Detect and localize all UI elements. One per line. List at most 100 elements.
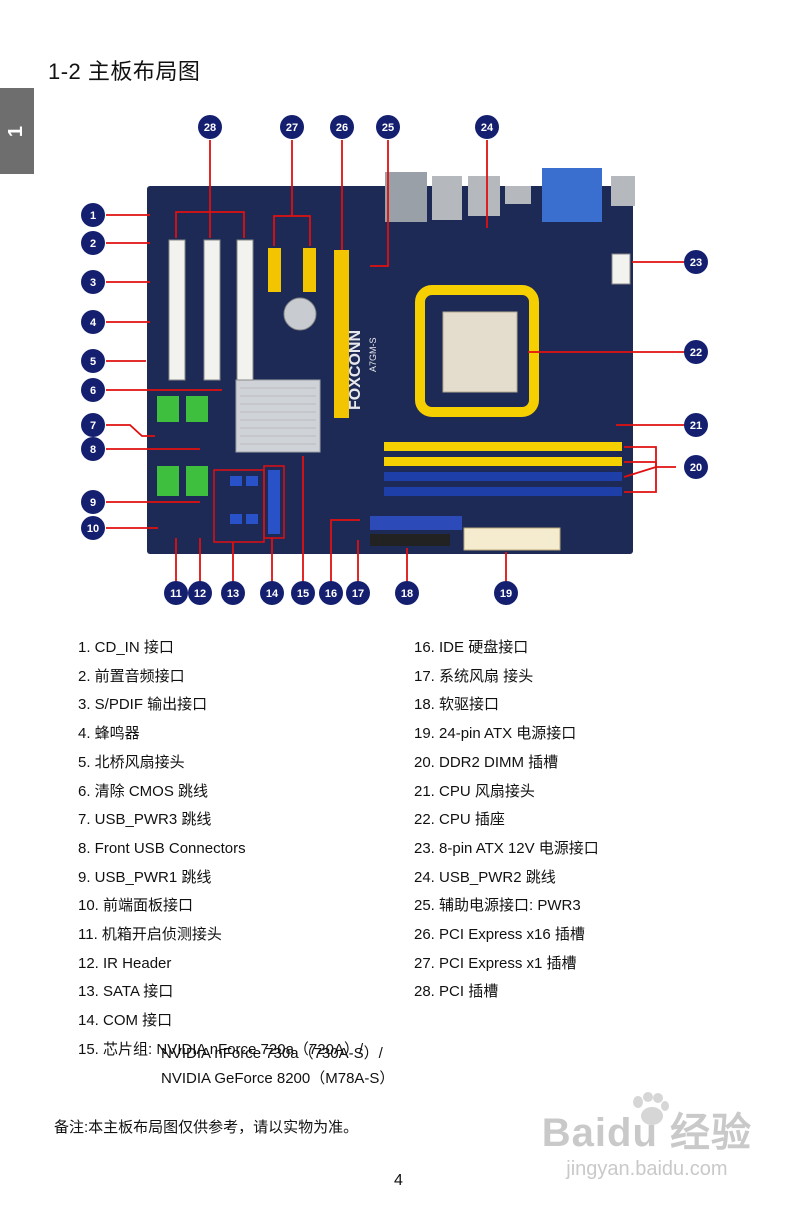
callout-1: 1 [81, 203, 105, 227]
legend-item-17: 17. 系统风扇 接头 [414, 667, 534, 685]
pci-slot-2 [203, 239, 221, 381]
page-title: 1-2 主板布局图 [48, 59, 201, 84]
legend-left: 1. CD_IN 接口 2. 前置音频接口 3. S/PDIF 输出接口 4. … [78, 634, 363, 1065]
callout-24: 24 [475, 115, 499, 139]
dimm-slot-2 [384, 457, 622, 466]
callout-16: 16 [319, 581, 343, 605]
svg-text:13: 13 [227, 588, 239, 600]
ide-connector [370, 516, 462, 530]
dimm-slot-3 [384, 472, 622, 481]
callout-27: 27 [280, 115, 304, 139]
atx12v-connector [611, 253, 631, 285]
legend-item-16: 16. IDE 硬盘接口 [414, 639, 529, 656]
paw-icon [632, 1092, 669, 1125]
legend-item-27: 27. PCI Express x1 插槽 [414, 954, 577, 972]
io-connector-lan-usb [432, 176, 462, 220]
svg-text:18: 18 [401, 588, 413, 600]
watermark-url: jingyan.baidu.com [566, 1158, 728, 1180]
motherboard-diagram: FOXCONN A7GM-S [81, 115, 708, 605]
svg-text:1: 1 [90, 210, 96, 222]
legend-chipset-line-3: NVIDIA GeForce 8200（M78A-S） [161, 1070, 395, 1087]
svg-text:22: 22 [690, 347, 702, 359]
svg-text:9: 9 [90, 497, 96, 509]
legend-item-4: 4. 蜂鸣器 [78, 725, 140, 743]
callout-6: 6 [81, 378, 105, 402]
chapter-tab: 1 [0, 88, 34, 174]
sata-port-2 [246, 476, 258, 486]
usb-header-3 [157, 466, 179, 496]
model-label: A7GM-S [368, 337, 378, 372]
legend-item-5: 5. 北桥风扇接头 [78, 753, 185, 771]
legend-item-8: 8. Front USB Connectors [78, 839, 246, 857]
legend-item-2: 2. 前置音频接口 [78, 667, 185, 685]
callouts: 1 2 3 4 5 6 7 8 9 10 11 12 13 14 15 16 1… [81, 115, 708, 605]
svg-text:4: 4 [90, 317, 97, 329]
svg-text:23: 23 [690, 257, 702, 269]
svg-text:17: 17 [352, 588, 364, 600]
callout-28: 28 [198, 115, 222, 139]
pcie-x1-slot-1 [268, 248, 281, 292]
callout-17: 17 [346, 581, 370, 605]
legend-item-24: 24. USB_PWR2 跳线 [414, 868, 556, 886]
svg-text:19: 19 [500, 588, 512, 600]
svg-text:15: 15 [297, 588, 309, 600]
dimm-slot-4 [384, 487, 622, 496]
legend-item-9: 9. USB_PWR1 跳线 [78, 868, 212, 886]
dimm-slot-1 [384, 442, 622, 451]
callout-11: 11 [164, 581, 188, 605]
callout-pointers [106, 140, 696, 593]
svg-text:16: 16 [325, 588, 337, 600]
io-connector-usb-ps2 [385, 172, 427, 222]
legend-item-10: 10. 前端面板接口 [78, 897, 194, 915]
callout-3: 3 [81, 270, 105, 294]
svg-text:14: 14 [266, 588, 279, 600]
callout-25: 25 [376, 115, 400, 139]
legend-item-25: 25. 辅助电源接口: PWR3 [414, 897, 581, 915]
svg-text:2: 2 [90, 238, 96, 250]
pcie-x1-slot-2 [303, 248, 316, 292]
svg-text:21: 21 [690, 420, 702, 432]
legend-item-12: 12. IR Header [78, 954, 172, 972]
svg-text:12: 12 [194, 588, 206, 600]
callout-15: 15 [291, 581, 315, 605]
legend-item-23: 23. 8-pin ATX 12V 电源接口 [414, 839, 599, 857]
legend-right: 16. IDE 硬盘接口 17. 系统风扇 接头 18. 软驱接口 19. 24… [414, 634, 599, 1007]
legend-item-26: 26. PCI Express x16 插槽 [414, 926, 585, 944]
callout-19: 19 [494, 581, 518, 605]
usb-header-4 [186, 466, 208, 496]
chipset-heatsink [235, 379, 321, 453]
legend-item-28: 28. PCI 插槽 [414, 983, 499, 1001]
pcie-x16-slot [334, 250, 349, 418]
callout-5: 5 [81, 349, 105, 373]
footnote: 备注:本主板布局图仅供参考，请以实物为准。 [54, 1119, 359, 1136]
sata-port-3 [230, 514, 242, 524]
callout-22: 22 [684, 340, 708, 364]
legend-item-7: 7. USB_PWR3 跳线 [78, 811, 212, 829]
callout-13: 13 [221, 581, 245, 605]
com-group-outline [263, 465, 285, 539]
svg-text:7: 7 [90, 420, 96, 432]
legend-item-22: 22. CPU 插座 [414, 811, 505, 829]
callout-2: 2 [81, 231, 105, 255]
brand-logo: FOXCONN [347, 330, 364, 410]
svg-text:10: 10 [87, 523, 99, 535]
atx24-connector [463, 527, 561, 551]
sata-port-1 [230, 476, 242, 486]
legend-item-11: 11. 机箱开启侦测接头 [78, 926, 222, 944]
legend-item-21: 21. CPU 风扇接头 [414, 782, 535, 800]
callout-26: 26 [330, 115, 354, 139]
pci-slot-3 [236, 239, 254, 381]
svg-text:26: 26 [336, 122, 348, 134]
callout-14: 14 [260, 581, 284, 605]
legend-item-15: 15. 芯片组: NVIDIA nForce 720a（720A）/ [78, 1040, 364, 1058]
cpu-retention-bracket [415, 285, 539, 417]
legend-chipset-continuation: NVIDIA nForce 730a（730A-S）/ NVIDIA GeFor… [161, 1041, 394, 1091]
svg-text:28: 28 [204, 122, 216, 134]
svg-text:3: 3 [90, 277, 96, 289]
watermark: Baidu 经验 jingyan.baidu.com [542, 1092, 752, 1181]
io-connector-vga [542, 168, 602, 222]
cpu-socket [442, 311, 518, 393]
usb-header-2 [186, 396, 208, 422]
cmos-battery [283, 297, 317, 331]
callout-8: 8 [81, 437, 105, 461]
